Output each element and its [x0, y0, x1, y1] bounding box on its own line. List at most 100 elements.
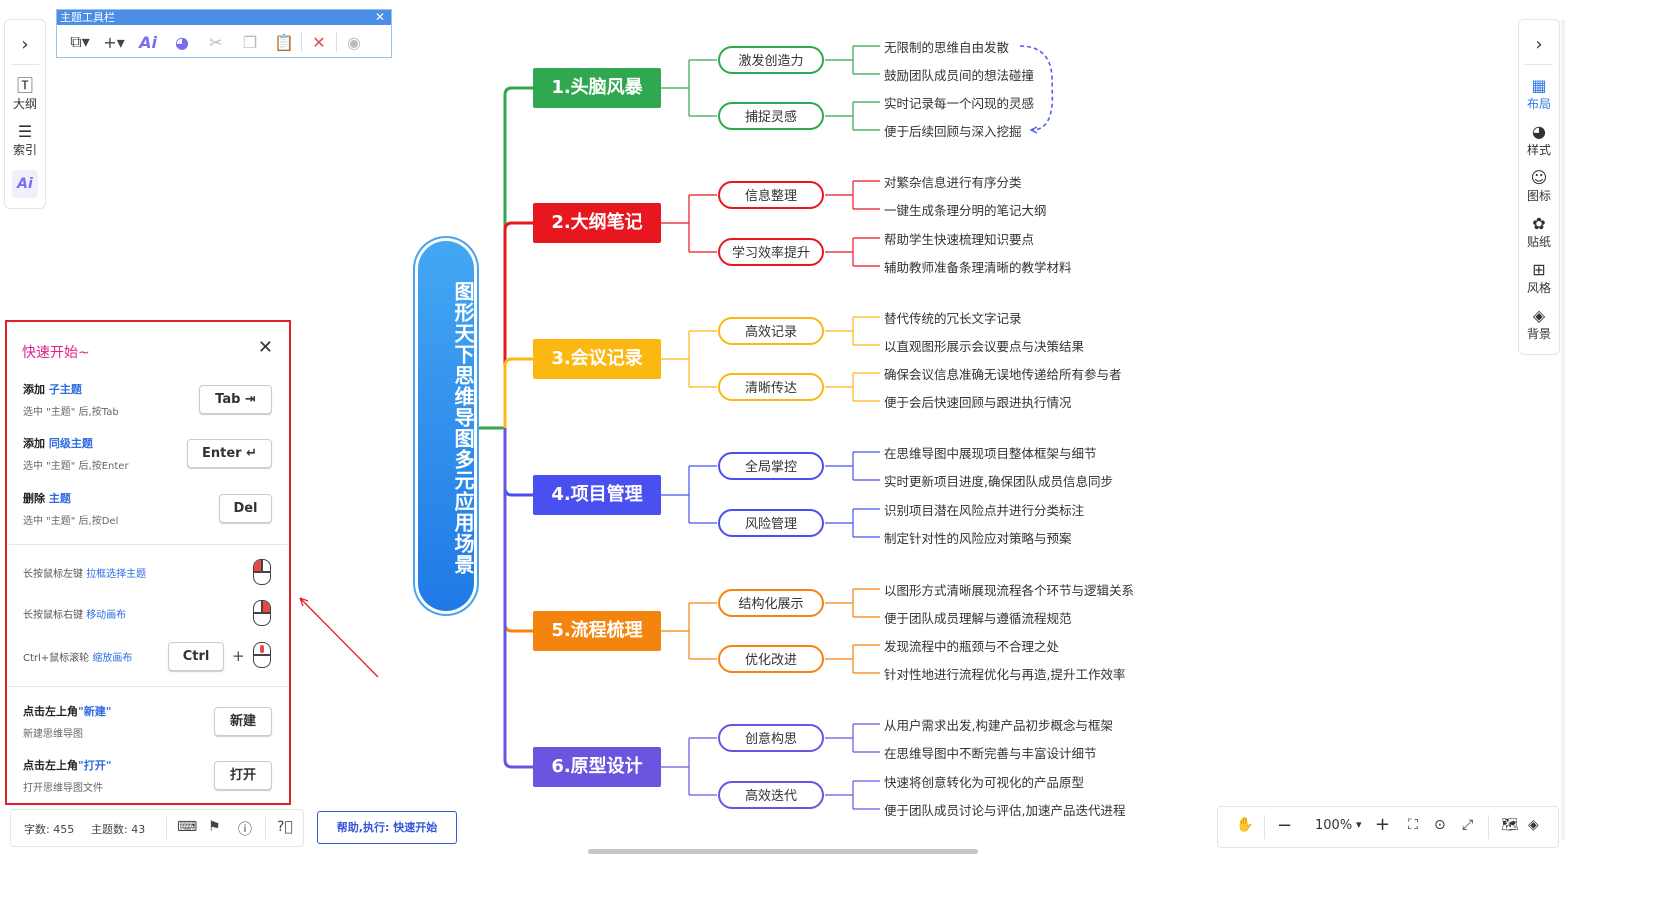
branch-1[interactable]: 1.头脑风暴	[533, 68, 661, 108]
palette-icon[interactable]: ◕	[175, 32, 189, 52]
subtopic[interactable]: 捕捉灵感	[718, 102, 824, 130]
leaf-topic[interactable]: 识别项目潜在风险点并进行分类标注	[884, 503, 1085, 518]
zoom-out-button[interactable]: −	[1277, 815, 1293, 836]
map-icon[interactable]: 🗺	[1501, 817, 1519, 833]
rail-item-label: 背景	[1526, 327, 1551, 341]
enter-key-button[interactable]: Enter ↵	[187, 439, 272, 468]
subtopic[interactable]: 高效记录	[718, 317, 824, 345]
leaf-topic[interactable]: 便于团队成员理解与遵循流程规范	[884, 611, 1072, 626]
central-topic[interactable]: 图形天下思维导图多元应用场景	[418, 241, 475, 611]
leaf-topic[interactable]: 在思维导图中不断完善与丰富设计细节	[884, 746, 1097, 761]
rail-item-index[interactable]: ☰ 索引	[5, 123, 45, 158]
leaf-topic[interactable]: 辅助教师准备条理清晰的教学材料	[884, 260, 1072, 275]
expand-chevron-icon[interactable]: ›	[21, 34, 29, 55]
index-icon: ☰	[17, 122, 33, 141]
tab-key-button[interactable]: Tab ⇥	[199, 385, 272, 414]
horizontal-scrollbar[interactable]	[588, 849, 978, 854]
copy-icon[interactable]: ❐	[242, 32, 258, 52]
close-icon[interactable]: ✕	[257, 337, 273, 358]
mouse-right-icon	[253, 600, 271, 626]
delete-icon[interactable]: ✕	[312, 32, 326, 52]
close-icon[interactable]: ✕	[374, 10, 385, 24]
subtopic[interactable]: 创意构思	[718, 724, 824, 752]
branch-2[interactable]: 2.大纲笔记	[533, 203, 661, 243]
leaf-topic[interactable]: 实时更新项目进度,确保团队成员信息同步	[884, 474, 1113, 489]
toolbar-header[interactable]: 主题工具栏 ✕	[57, 10, 391, 25]
subtopic[interactable]: 激发创造力	[718, 46, 824, 74]
rail-item-sticker[interactable]: ✿ 贴纸	[1519, 215, 1559, 250]
divider	[9, 544, 287, 545]
rail-item-layout[interactable]: ▦ 布局	[1519, 77, 1559, 112]
del-key-button[interactable]: Del	[219, 494, 272, 523]
leaf-topic[interactable]: 快速将创意转化为可视化的产品原型	[884, 775, 1085, 790]
fit-screen-icon[interactable]: ⛶	[1408, 817, 1418, 833]
rail-item-theme[interactable]: ⊞ 风格	[1519, 261, 1559, 296]
expand-chevron-icon[interactable]: ›	[1535, 34, 1543, 55]
chevron-down-icon[interactable]: ▾	[1356, 818, 1362, 831]
open-button[interactable]: 打开	[214, 761, 272, 790]
hint-link: "新建"	[78, 705, 112, 718]
rail-item-outline[interactable]: 🅃 大纲	[5, 77, 45, 112]
clipboard-icon[interactable]: 📋	[274, 32, 294, 52]
subtopic[interactable]: 风险管理	[718, 509, 824, 537]
subtopic[interactable]: 结构化展示	[718, 589, 824, 617]
leaf-topic[interactable]: 一键生成条理分明的笔记大纲	[884, 203, 1047, 218]
zoom-in-button[interactable]: +	[1375, 814, 1391, 835]
leaf-topic[interactable]: 鼓励团队成员间的想法碰撞	[884, 68, 1035, 83]
leaf-topic[interactable]: 发现流程中的瓶颈与不合理之处	[884, 639, 1060, 654]
shortcut-prefix: 添加	[23, 383, 45, 396]
leaf-topic[interactable]: 便于后续回顾与深入挖掘	[884, 124, 1022, 139]
ctrl-key-button[interactable]: Ctrl	[168, 642, 224, 671]
ai-icon[interactable]: Ai	[139, 32, 157, 52]
shortcut-delete: 删除 主题	[23, 490, 71, 506]
leaf-topic[interactable]: 对繁杂信息进行有序分类	[884, 175, 1022, 190]
branch-3[interactable]: 3.会议记录	[533, 339, 661, 379]
subtopic[interactable]: 全局掌控	[718, 452, 824, 480]
keyboard-icon[interactable]: ⌨	[177, 819, 198, 835]
leaf-topic[interactable]: 以直观图形展示会议要点与决策结果	[884, 339, 1085, 354]
subtopic[interactable]: 信息整理	[718, 181, 824, 209]
leaf-topic[interactable]: 从用户需求出发,构建产品初步概念与框架	[884, 718, 1113, 733]
branch-4[interactable]: 4.项目管理	[533, 475, 661, 515]
subtopic[interactable]: 学习效率提升	[718, 238, 824, 266]
leaf-topic[interactable]: 在思维导图中展现项目整体框架与细节	[884, 446, 1097, 461]
new-button[interactable]: 新建	[214, 707, 272, 736]
leaf-topic[interactable]: 针对性地进行流程优化与再造,提升工作效率	[884, 667, 1126, 682]
flag-icon[interactable]: ⚑	[208, 819, 221, 835]
leaf-topic[interactable]: 帮助学生快速梳理知识要点	[884, 232, 1035, 247]
hand-icon[interactable]: ✋	[1236, 817, 1254, 833]
hint-prefix: Ctrl+鼠标滚轮	[23, 653, 90, 664]
divider	[166, 817, 167, 839]
fullscreen-icon[interactable]: ⤢	[1462, 817, 1474, 833]
leaf-topic[interactable]: 实时记录每一个闪现的灵感	[884, 96, 1035, 111]
subtopic[interactable]: 高效迭代	[718, 781, 824, 809]
help-quick-start-button[interactable]: 帮助,执行: 快速开始	[317, 811, 457, 844]
vertical-scrollbar[interactable]	[1561, 20, 1565, 840]
open-hint: 点击左上角"打开"	[23, 757, 111, 773]
layers-icon[interactable]: ◈	[1528, 817, 1539, 833]
ai-icon[interactable]: Ai	[12, 170, 38, 198]
mouse-wheel-icon	[253, 642, 271, 668]
subtopic[interactable]: 清晰传达	[718, 373, 824, 401]
center-icon[interactable]: ⊙	[1434, 817, 1446, 833]
leaf-topic[interactable]: 以图形方式清晰展现流程各个环节与逻辑关系	[884, 583, 1135, 598]
rail-item-icon[interactable]: ☺ 图标	[1519, 169, 1559, 204]
add-dropdown-icon[interactable]: +▾	[103, 32, 125, 52]
help-icon[interactable]: ?⃝	[277, 819, 293, 835]
branch-6[interactable]: 6.原型设计	[533, 747, 661, 787]
leaf-topic[interactable]: 制定针对性的风险应对策略与预案	[884, 531, 1072, 546]
info-icon[interactable]: ⓘ	[238, 822, 252, 838]
leaf-topic[interactable]: 替代传统的冗长文字记录	[884, 311, 1022, 326]
copy-dropdown-icon[interactable]: ⧉▾	[70, 32, 90, 51]
zoom-level[interactable]: 100%	[1315, 818, 1353, 833]
rail-item-style[interactable]: ◕ 样式	[1519, 123, 1559, 158]
rail-item-background[interactable]: ◈ 背景	[1519, 307, 1559, 342]
leaf-topic[interactable]: 便于团队成员讨论与评估,加速产品迭代进程	[884, 803, 1126, 818]
subtopic[interactable]: 优化改进	[718, 645, 824, 673]
leaf-topic[interactable]: 无限制的思维自由发散	[884, 40, 1010, 55]
branch-5[interactable]: 5.流程梳理	[533, 611, 661, 651]
leaf-topic[interactable]: 便于会后快速回顾与跟进执行情况	[884, 395, 1072, 410]
scissors-icon[interactable]: ✂	[209, 32, 223, 52]
eye-icon[interactable]: ◉	[347, 32, 361, 52]
leaf-topic[interactable]: 确保会议信息准确无误地传递给所有参与者	[884, 367, 1122, 382]
